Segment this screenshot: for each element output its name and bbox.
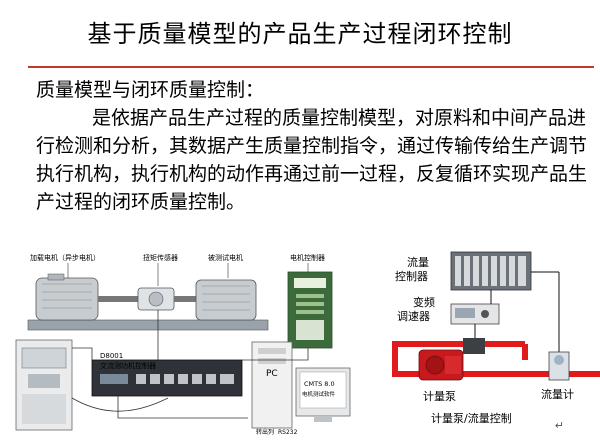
body-text: 质量模型与闭环质量控制： 是依据产品生产过程的质量控制模型，对原料和中间产品进行… xyxy=(36,76,596,216)
slide-title: 基于质量模型的产品生产过程闭环控制 xyxy=(87,20,513,48)
text-cursor-mark: ↵ xyxy=(554,419,564,432)
motor-test-bench-figure: 加载电机（异步电机） 扭矩传感器 被测试电机 电机控制器 xyxy=(15,253,351,436)
inverter-device xyxy=(15,339,73,431)
flow-controller-rack xyxy=(450,251,532,291)
flow-control-figure: 流量 控制器 变频 调速器 计量泵 流量计 计量泵/流量控制 xyxy=(392,251,600,425)
flow-meter xyxy=(548,351,570,381)
serial-rs232: RS232 xyxy=(278,429,298,436)
body-paragraph: 是依据产品生产过程的质量控制模型，对原料和中间产品进行检测和分析，其数据产生质量… xyxy=(36,107,588,213)
motor-controller-device xyxy=(287,271,333,349)
metering-pump xyxy=(418,338,485,381)
flow-control-caption: 计量泵/流量控制 xyxy=(431,411,512,425)
vfd-label-2: 调速器 xyxy=(397,310,430,323)
d8001-controller: D8001 交流测功机控制器 xyxy=(91,352,243,397)
shaft xyxy=(98,296,138,302)
cmts-label: CMTS 8.0 xyxy=(304,380,335,388)
title-divider xyxy=(28,66,594,68)
serial-label: 转出列 xyxy=(256,428,274,436)
load-motor xyxy=(35,273,99,321)
tested-motor xyxy=(195,279,257,321)
body-heading: 质量模型与闭环质量控制： xyxy=(36,79,265,101)
d8001-desc: 交流测功机控制器 xyxy=(100,361,156,370)
monitor: CMTS 8.0 电机测试软件 xyxy=(295,367,351,422)
flow-controller-label-2: 控制器 xyxy=(395,269,428,283)
motor-controller-label: 电机控制器 xyxy=(290,253,325,262)
vfd-device xyxy=(450,303,500,325)
torque-sensor xyxy=(137,287,175,311)
cmts-desc: 电机测试软件 xyxy=(302,390,336,398)
vfd-label-1: 变频 xyxy=(413,295,435,309)
torque-sensor-label: 扭矩传感器 xyxy=(143,253,178,262)
tested-motor-label: 被测试电机 xyxy=(208,253,243,262)
metering-pump-label: 计量泵 xyxy=(423,390,456,403)
d8001-label: D8001 xyxy=(100,352,123,360)
pc-label: PC xyxy=(266,369,278,379)
load-motor-label: 加载电机（异步电机） xyxy=(30,253,100,262)
bench-base xyxy=(27,319,269,331)
pc-tower: PC xyxy=(251,341,293,429)
flow-meter-label: 流量计 xyxy=(541,387,574,401)
flow-controller-label-1: 流量 xyxy=(407,255,429,269)
